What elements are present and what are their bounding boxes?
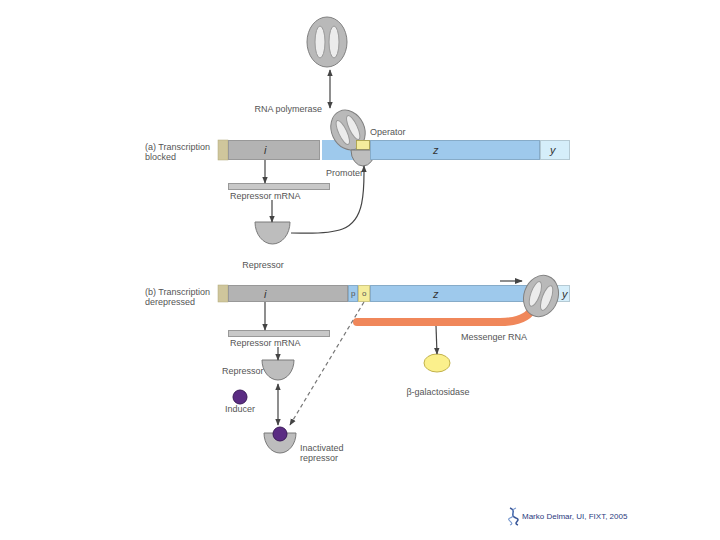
gene-letter: y: [550, 144, 556, 157]
logo-strand: [509, 508, 516, 525]
polymerase-lobe: [538, 284, 555, 312]
connector-arrow: [271, 200, 272, 222]
connector-arrow: [277, 384, 278, 425]
node-label: Inactivated repressor: [300, 443, 352, 463]
connector-arrow: [264, 302, 265, 330]
connector-arrow: [436, 326, 437, 354]
gene-letter: i: [264, 144, 266, 157]
rna-polymerase: RNA polymerase: [305, 14, 349, 70]
node-label: Promoter: [326, 168, 363, 178]
repressor-shape: [262, 360, 294, 380]
panel-caption: (a) Transcription blocked: [145, 142, 223, 162]
inducer-circle: [273, 427, 287, 441]
mrna-bar: [228, 330, 330, 337]
inducer-circle: [233, 390, 247, 404]
lacz-gene: z: [370, 285, 540, 302]
inducer-molecule: Inducer: [222, 389, 258, 415]
gene-letter: y: [562, 288, 568, 301]
polymerase-lobe: [329, 26, 339, 58]
logo-helix: [509, 508, 518, 525]
node-label: Operator: [370, 127, 406, 137]
promoter-site: p: [348, 285, 358, 302]
node-label: Repressor: [222, 366, 264, 376]
repressor-mrna: Repressor mRNA: [228, 330, 330, 347]
lacy-gene: y: [540, 285, 570, 302]
operator-site: Operator: [356, 140, 370, 166]
node-shape: [356, 140, 370, 166]
polymerase-body: [518, 270, 564, 321]
connector-arrow: [264, 160, 265, 183]
gene-letter: z: [433, 288, 439, 301]
operator-box: [357, 141, 370, 150]
repressor-mrna: Repressor mRNA: [228, 183, 330, 200]
node-shape: [305, 14, 349, 70]
gene-letter: i: [264, 288, 266, 301]
credit-note: Marko Delmar, UI, FIXT, 2005: [522, 512, 692, 522]
repressor-protein: Repressor: [235, 222, 291, 270]
connector-arrow: [277, 347, 278, 360]
connector-arrow: [329, 70, 330, 108]
beta-galactosidase: β-galactosidase: [408, 354, 468, 398]
repressor-protein: Repressor: [222, 360, 294, 384]
polymerase-lobe: [527, 280, 544, 308]
repressor-shape: [255, 222, 290, 244]
repressor-gene: i: [228, 140, 320, 160]
connector-arrow: [290, 302, 364, 425]
node-label: Messenger RNA: [461, 332, 527, 342]
rna-polymerase-shape: [518, 270, 564, 321]
dna-end-marker: [218, 140, 228, 160]
node-label: Inducer: [222, 404, 258, 414]
polymerase-shape: [307, 17, 347, 67]
gene-letter: o: [362, 289, 366, 299]
dna-end-marker: [218, 285, 228, 302]
inactivated-repressor: Inactivated repressor: [262, 425, 352, 459]
polymerase-body: [324, 104, 371, 155]
node-label: Repressor: [235, 260, 291, 270]
polymerase-lobe: [344, 114, 363, 141]
node-label: Repressor mRNA: [230, 191, 301, 201]
polymerase-lobe: [315, 26, 325, 58]
mrna-bar: [228, 183, 330, 190]
messenger-rna: Messenger RNA: [353, 318, 503, 326]
enzyme-shape: [424, 354, 450, 372]
polymerase-shape: [324, 104, 371, 155]
lacz-gene: z: [370, 140, 540, 160]
panel-caption: (b) Transcription derepressed: [145, 287, 225, 307]
operator-site: o: [358, 285, 370, 302]
node-label: β-galactosidase: [403, 387, 473, 397]
lacy-gene: y: [540, 140, 570, 160]
direction-arrow: [500, 280, 522, 281]
mrna-strand: [500, 306, 534, 322]
polymerase-body: [307, 17, 347, 67]
gene-letter: p: [351, 289, 355, 299]
connector-arrow: [291, 166, 364, 233]
node-label: Repressor mRNA: [230, 338, 301, 348]
gene-letter: z: [433, 144, 439, 157]
repressor-gene: i: [228, 285, 348, 302]
node-label: RNA polymerase: [228, 104, 322, 114]
